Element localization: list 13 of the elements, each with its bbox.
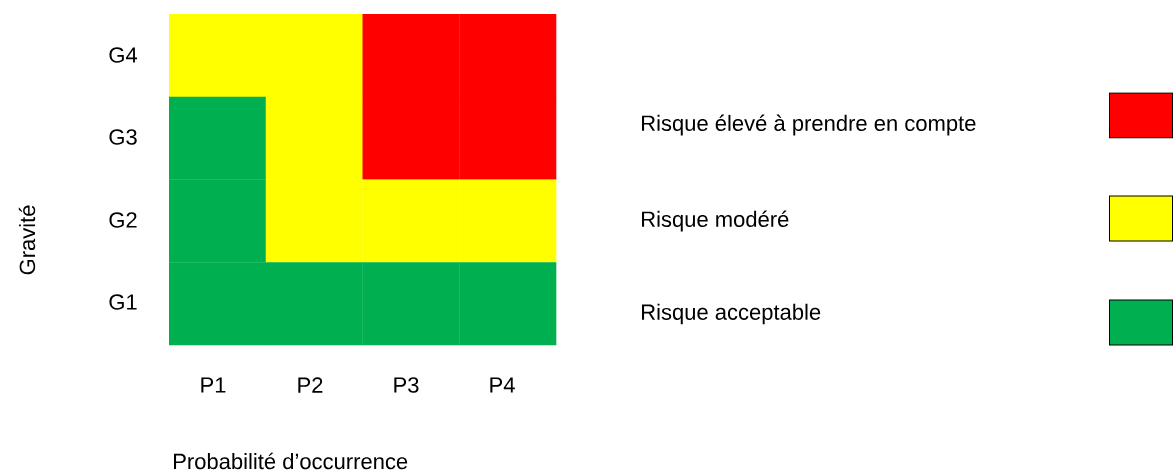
axis-title: Gravité [18,205,36,275]
axis-tick-label: P4 [490,377,515,393]
axis-tick-label: G4 [109,47,138,63]
axis-tick-label: P1 [201,377,226,393]
axis-tick-label: G2 [109,212,137,228]
legend-label: Risque acceptable [642,303,821,325]
axis-tick-label: P2 [298,377,323,393]
axis-tick-label: P3 [394,377,419,393]
axis-title: Probabilité d’occurrence [174,452,408,470]
legend-label: Risque élevé à prendre en compte [642,114,976,136]
axis-tick-label: G3 [109,129,137,145]
legend-label: Risque modéré [642,210,789,232]
axis-tick-label: G1 [109,294,137,310]
